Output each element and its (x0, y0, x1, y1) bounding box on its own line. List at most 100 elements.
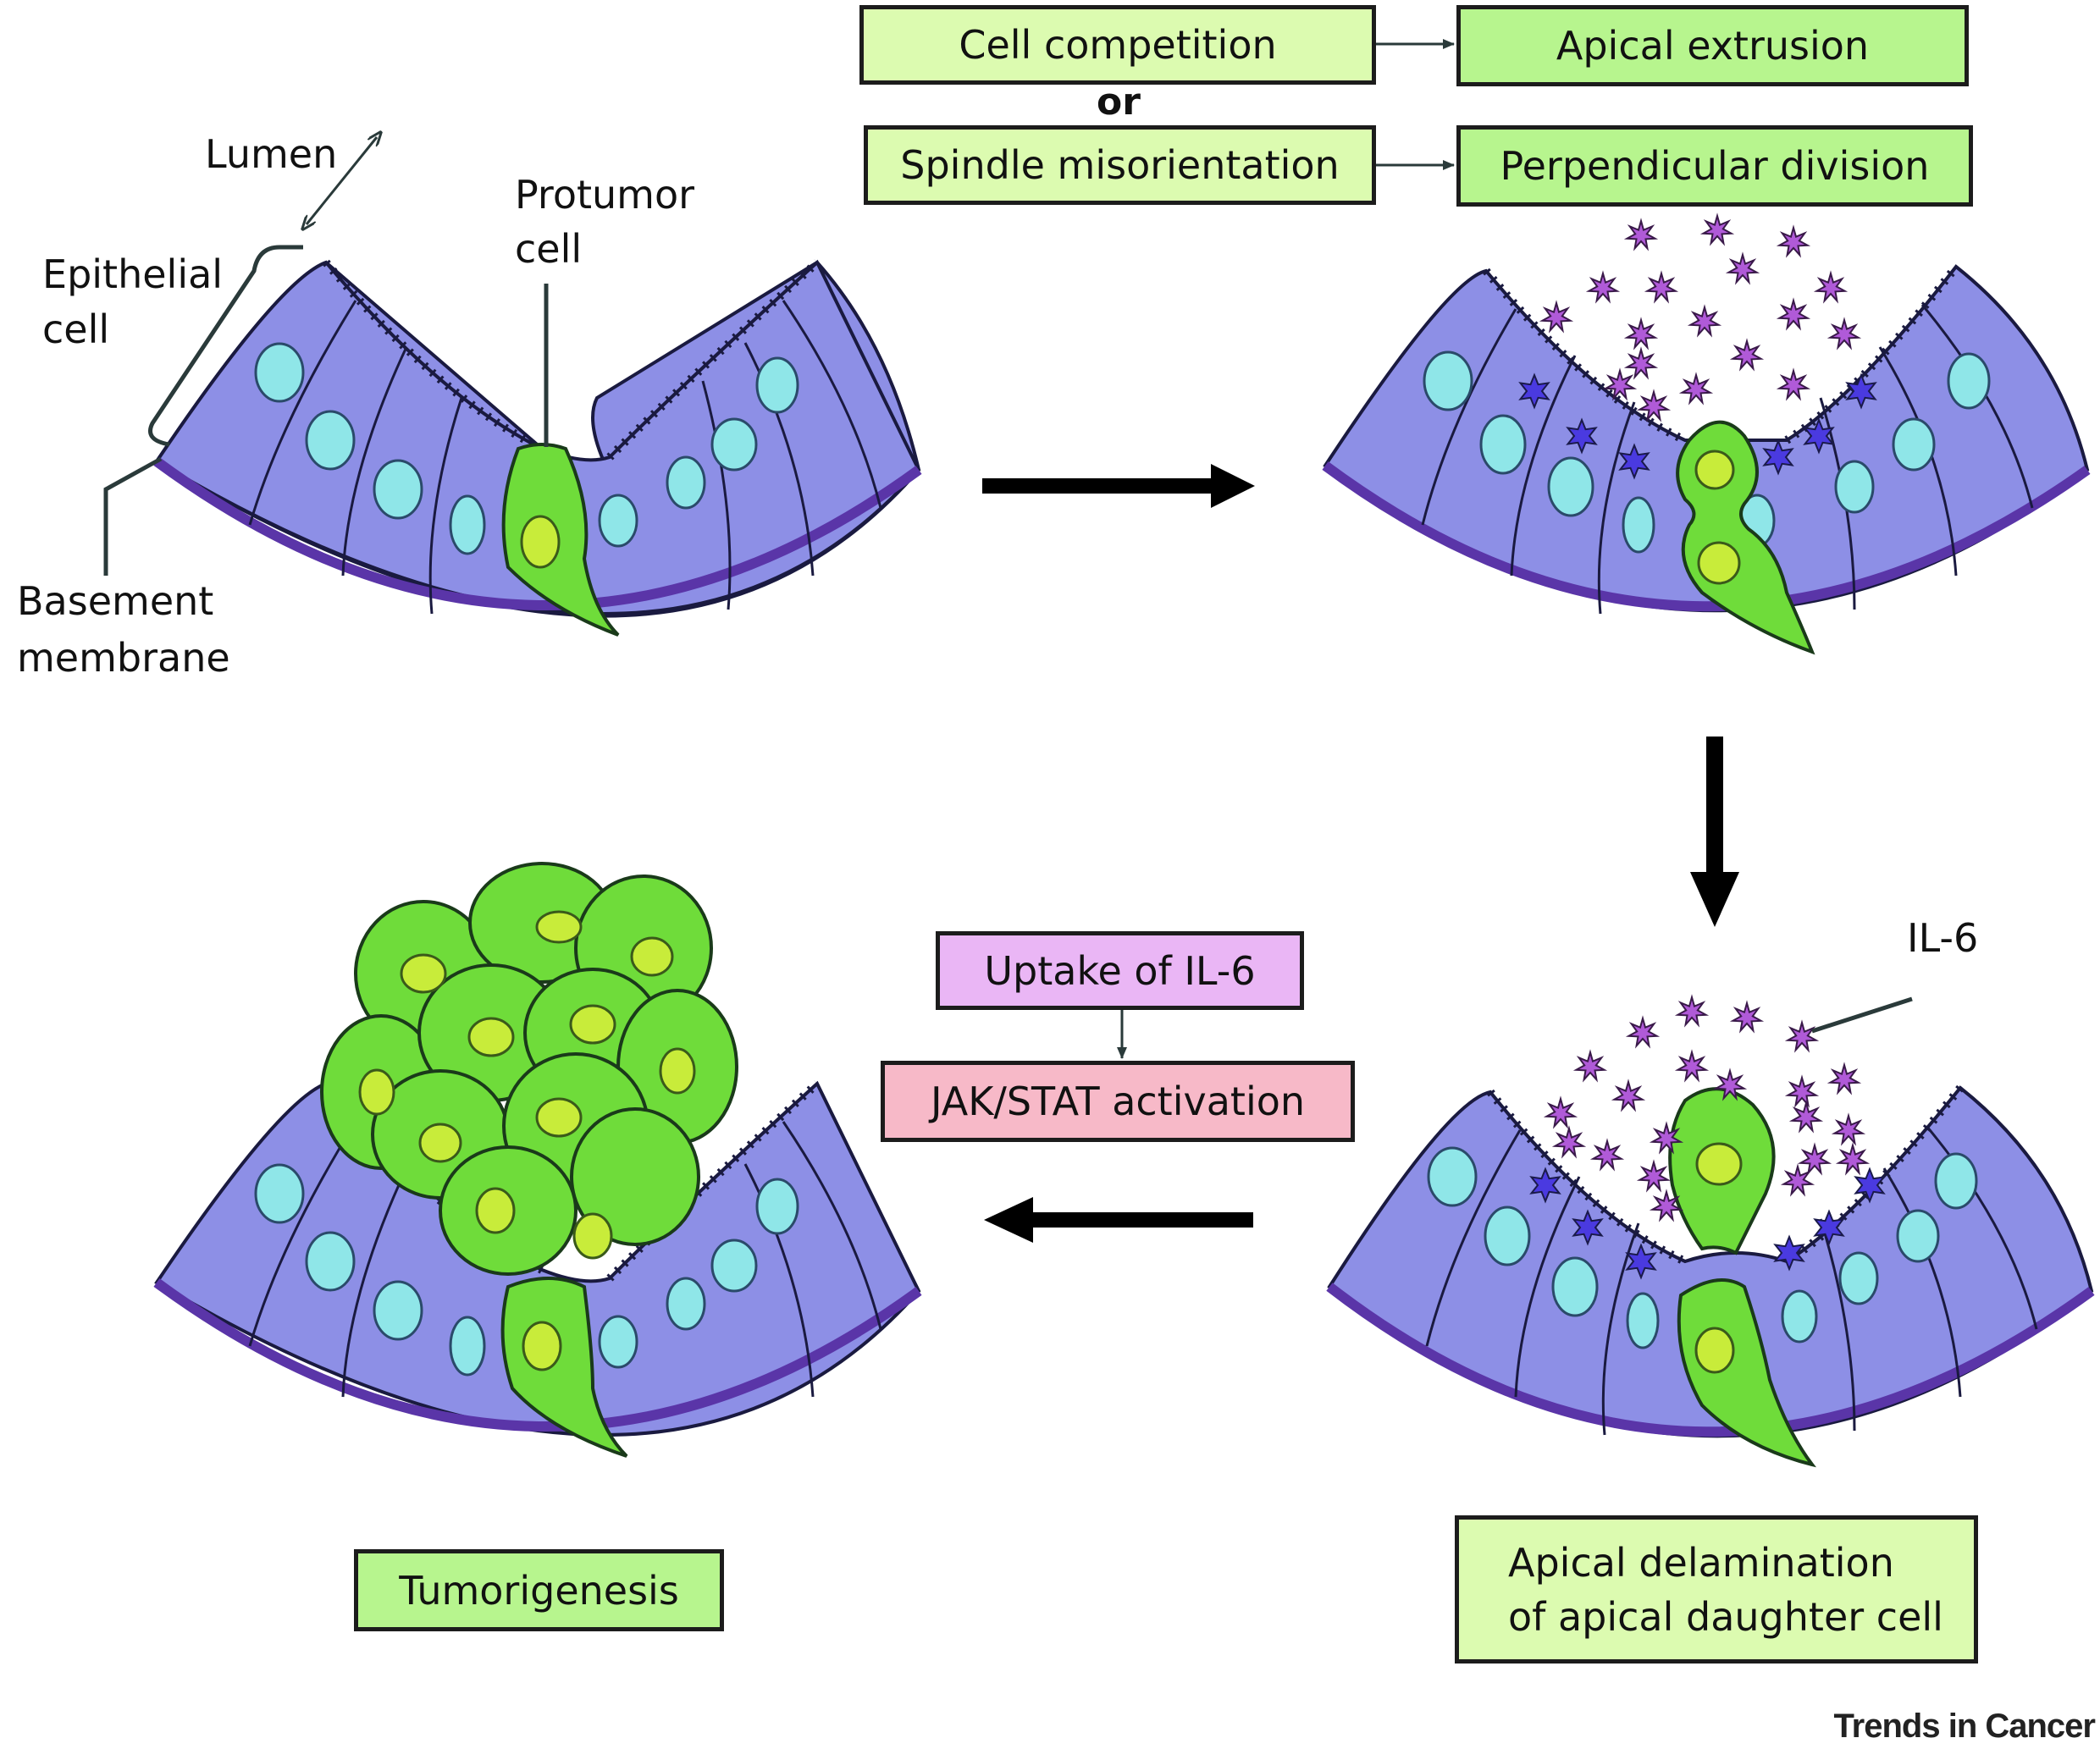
tumor-nucleus (1694, 450, 1735, 490)
receptor-star (1854, 1167, 1886, 1204)
basement-membrane-label-line1: Basement (17, 578, 214, 624)
protumor-cell-label-line2: cell (515, 226, 583, 272)
il6-star (1551, 1125, 1587, 1159)
receptor-star-cluster (1518, 372, 1877, 480)
basement-membrane (1326, 1283, 2095, 1437)
il6-star (1780, 1163, 1815, 1197)
receptor-star (1845, 372, 1877, 410)
basement-membrane-label-line2: membrane (17, 635, 230, 681)
il6-star (1585, 270, 1621, 304)
tumor-nucleus (358, 910, 696, 1260)
panel-delamination (1326, 994, 2095, 1468)
il6-star (1797, 1142, 1832, 1176)
invading-tumor-cell (500, 1277, 628, 1458)
il6-star-cluster (1539, 212, 1862, 422)
annotation-lines (103, 137, 549, 576)
tumor-nucleus (1694, 1327, 1735, 1374)
tumor-nucleus (1695, 1142, 1743, 1186)
il6-star (1725, 251, 1760, 285)
il6-star (1636, 389, 1672, 422)
il6-star (1678, 372, 1714, 406)
il6-star (1712, 1068, 1748, 1101)
arrow-left-step3 (984, 1197, 1253, 1243)
il6-label: IL-6 (1907, 915, 1979, 961)
jak-stat-box: JAK/STAT activation (881, 1061, 1355, 1142)
apical-delamination-line1: Apical delamination (1508, 1539, 1894, 1586)
protumor-cell (501, 443, 620, 637)
apical-microvilli (1487, 1089, 1688, 1266)
apical-extrusion-label: Apical extrusion (1556, 23, 1870, 69)
il6-star (1776, 297, 1811, 331)
tumor-nucleus (522, 1321, 562, 1371)
receptor-star (1773, 1234, 1805, 1272)
uptake-il6-box: Uptake of IL-6 (936, 931, 1304, 1010)
il6-star (1674, 994, 1710, 1028)
il6-star (1729, 1000, 1765, 1034)
epithelial-bracket (148, 245, 303, 447)
cell-competition-box: Cell competition (859, 5, 1376, 85)
il6-star (1687, 304, 1722, 338)
receptor-star (1762, 439, 1794, 476)
il6-star (1649, 1121, 1684, 1155)
epithelial-nucleus (254, 1163, 799, 1377)
epithelial-cell-label-line2: cell (42, 306, 110, 352)
il6-star (1623, 218, 1659, 251)
il6-star-cluster (1543, 994, 1871, 1222)
il6-star (1649, 1189, 1684, 1222)
il6-star (1625, 1015, 1661, 1049)
or-label: or (1097, 80, 1141, 124)
il6-star (1611, 1079, 1646, 1112)
receptor-star (1813, 1209, 1845, 1246)
basement-membrane (1322, 461, 2091, 612)
il6-star (1784, 1019, 1820, 1053)
il6-star (1784, 1074, 1820, 1108)
il6-star (1729, 338, 1765, 372)
cell-boundaries (1421, 304, 2034, 615)
panel-division (1322, 212, 2091, 655)
spindle-misorientation-label: Spindle misorientation (900, 142, 1340, 188)
apical-delamination-line2: of apical daughter cell (1508, 1593, 1943, 1640)
protumor-cell-label-line1: Protumor (515, 172, 695, 218)
il6-star (1813, 270, 1849, 304)
spindle-misorientation-box: Spindle misorientation (864, 125, 1376, 205)
il6-star (1831, 1112, 1866, 1146)
epithelial-nucleus (254, 342, 799, 555)
flow-arrows (982, 39, 1739, 1243)
receptor-star (1566, 417, 1598, 455)
jak-stat-label: JAK/STAT activation (930, 1079, 1306, 1124)
receptor-star (1529, 1167, 1561, 1204)
basement-pointer (103, 456, 163, 576)
il6-star (1788, 1100, 1824, 1134)
epithelial-nucleus (1427, 1146, 1978, 1349)
apical-microvilli (1784, 1084, 1964, 1266)
panel-normal-epithelium (153, 259, 922, 637)
il6-star (1539, 300, 1574, 334)
tumor-nucleus (1697, 541, 1741, 585)
receptor-star (1625, 1243, 1657, 1280)
receptor-star (1572, 1209, 1604, 1246)
il6-star (1674, 1049, 1710, 1083)
lumen-label: Lumen (205, 131, 338, 177)
panel-tumorigenesis (153, 862, 922, 1458)
receptor-star (1618, 443, 1650, 480)
il6-pointer (1811, 996, 1913, 1034)
basal-daughter-cell (1677, 1278, 1816, 1468)
il6-star (1543, 1095, 1578, 1129)
cell-competition-label: Cell competition (959, 22, 1277, 68)
il6-star (1826, 1062, 1862, 1095)
il6-star (1835, 1142, 1871, 1176)
arrow-right-step1 (982, 464, 1255, 508)
il6-star (1699, 212, 1735, 246)
receptor-star-cluster (1529, 1167, 1886, 1280)
uptake-il6-label: Uptake of IL-6 (984, 947, 1256, 994)
journal-credit: Trends in Cancer (1833, 1708, 2096, 1745)
receptor-star (1803, 417, 1835, 455)
lumen-arrow (307, 137, 377, 224)
il6-star (1636, 1159, 1672, 1193)
il6-star (1602, 367, 1638, 401)
il6-star (1623, 317, 1659, 350)
il6-star (1572, 1049, 1608, 1083)
il6-star (1826, 317, 1862, 350)
perpendicular-division-box: Perpendicular division (1456, 125, 1973, 207)
